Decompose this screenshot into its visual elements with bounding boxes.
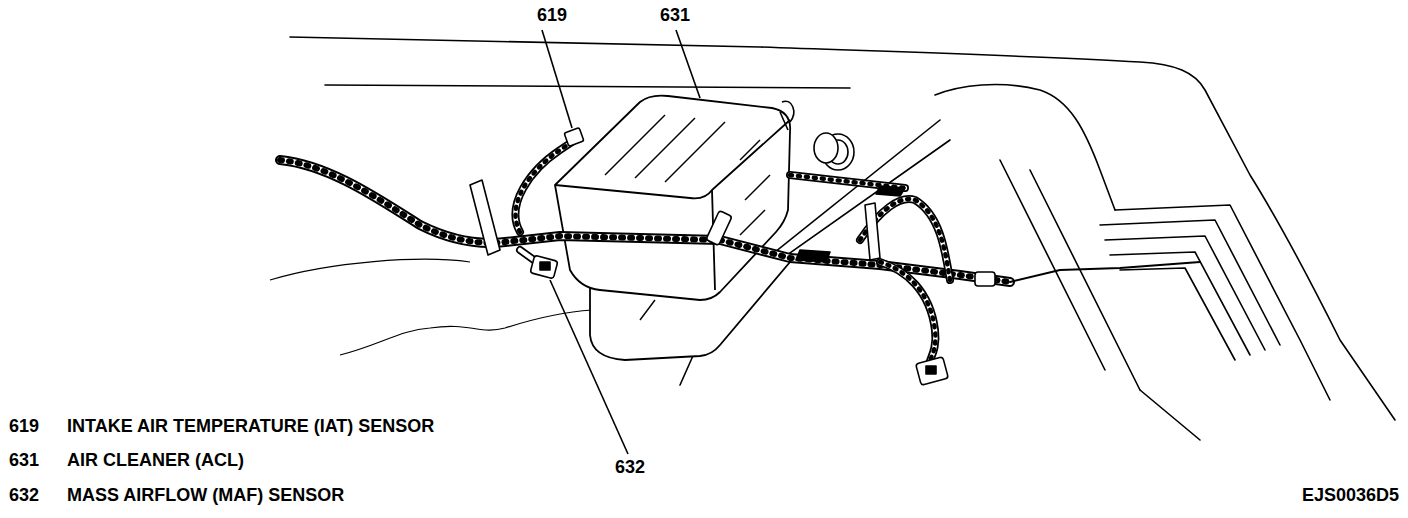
air-cleaner-housing-part — [555, 96, 790, 300]
callout-number: 631 — [659, 6, 691, 26]
body-outline-part — [935, 85, 1115, 210]
harness-casing-part — [860, 199, 950, 280]
callout-number: 619 — [536, 6, 568, 26]
body-outline-part — [1000, 160, 1105, 370]
housing-ribs-part — [605, 115, 665, 175]
callout-number: 632 — [614, 458, 646, 478]
connectors-and-clips-part — [470, 180, 500, 255]
harness-casing-part — [280, 160, 1010, 282]
harness-casing-part — [860, 199, 950, 280]
leader-lines-part — [542, 30, 572, 128]
intake-hose-part — [814, 133, 838, 163]
harness-casing-part — [880, 262, 935, 370]
connectors-and-clips-part — [530, 255, 558, 279]
key-number: 631 — [8, 451, 40, 471]
body-outline-part — [780, 140, 950, 260]
connectors-and-clips-part — [796, 250, 830, 262]
figure-code: EJS0036D5 — [1301, 486, 1400, 506]
air-cleaner-housing — [555, 96, 790, 360]
harness-casing-part — [880, 262, 935, 370]
housing-ribs-part — [640, 300, 655, 320]
leader-lines — [542, 30, 700, 454]
harness-casing-part — [860, 199, 950, 280]
ground-line-part — [340, 310, 592, 355]
harness-casing-part — [516, 140, 575, 232]
connectors-and-clips-part — [876, 186, 905, 196]
part-name: INTAKE AIR TEMPERATURE (IAT) SENSOR — [66, 417, 435, 437]
body-outline-part — [1120, 268, 1235, 360]
connectors-and-clips-part — [540, 262, 550, 270]
harness-casing-part — [516, 140, 575, 232]
leader-lines-part — [676, 30, 700, 98]
part-name: MASS AIRFLOW (MAF) SENSOR — [66, 486, 345, 506]
connectors-and-clips-part — [975, 272, 995, 286]
connectors-and-clips-part — [564, 128, 584, 147]
housing-ribs — [605, 115, 770, 320]
key-number: 632 — [8, 486, 40, 506]
connectors-and-clips-part — [706, 211, 732, 246]
harness-casing-part — [280, 160, 1010, 282]
body-outline-part — [325, 85, 850, 88]
housing-ribs-part — [745, 175, 770, 200]
body-outline-part — [1030, 170, 1140, 390]
housing-ribs-part — [740, 140, 760, 160]
housing-ribs-part — [635, 118, 695, 178]
connectors-and-clips-part — [916, 357, 949, 385]
harness-casing-part — [1010, 262, 1200, 282]
body-outline-part — [1140, 390, 1200, 440]
leader-lines-part — [550, 280, 628, 454]
connectors-and-clips-part — [926, 366, 936, 374]
wiring-harness — [280, 140, 1010, 370]
connectors-and-clips-part — [865, 203, 880, 260]
wiring-harness-part — [516, 140, 575, 232]
part-name: AIR CLEANER (ACL) — [66, 451, 245, 471]
body-outline-part — [290, 37, 1395, 420]
housing-ribs-part — [665, 122, 725, 182]
connectors-and-clips — [470, 128, 995, 386]
wiring-harness-part — [880, 262, 935, 370]
air-cleaner-housing-part — [555, 120, 790, 198]
key-number: 619 — [8, 417, 40, 437]
ground-line-part — [270, 259, 470, 280]
wiring-harness-part — [280, 160, 1010, 282]
harness-casing-part — [516, 140, 575, 232]
intake-hose-part — [780, 112, 788, 130]
harness-casing-part — [280, 160, 1010, 282]
housing-ribs-part — [740, 210, 765, 235]
intake-hose — [780, 101, 854, 170]
harness-casing — [280, 140, 1200, 370]
harness-casing-part — [880, 262, 935, 370]
